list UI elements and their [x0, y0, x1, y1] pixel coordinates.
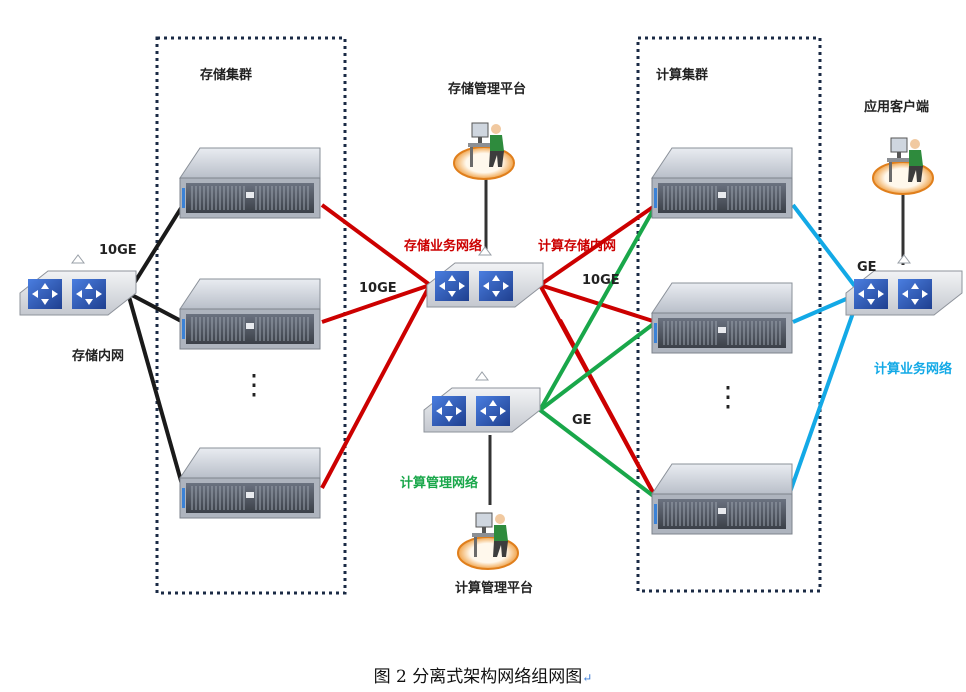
- platform-links: [484, 178, 905, 505]
- compute-mgmt-net-label: 计算管理网络: [400, 476, 479, 491]
- ellipsis-left: ⋮: [240, 368, 268, 401]
- app-client-label: 应用客户端: [864, 100, 930, 115]
- compute-mgmt-platform-label: 计算管理平台: [455, 581, 534, 596]
- link-ge-right: GE: [857, 260, 877, 275]
- compute-service-net-label: 计算业务网络: [874, 362, 953, 377]
- compute-server-3-icon: [651, 463, 793, 535]
- compute-server-1-icon: [651, 147, 793, 219]
- link-10ge-mid: 10GE: [359, 281, 397, 296]
- compute-storage-internal-net-label: 计算存储内网: [538, 239, 617, 254]
- storage-server-2-icon: [179, 278, 321, 350]
- compute-cluster-box: [636, 36, 822, 593]
- figure-caption: 图 2 分离式架构网络组网图↵: [0, 662, 966, 687]
- storage-internal-links: [126, 203, 185, 489]
- link-ge-mid: GE: [572, 413, 592, 428]
- compute-cluster-label: 计算集群: [656, 68, 709, 83]
- compute-mgmt-links: [538, 204, 658, 500]
- storage-mgmt-platform-label: 存储管理平台: [448, 82, 527, 97]
- compute-service-links: [786, 203, 862, 499]
- storage-internal-net-label: 存储内网: [72, 349, 125, 364]
- storage-cluster-label: 存储集群: [200, 68, 253, 83]
- storage-mgmt-workstation-icon: [453, 122, 515, 180]
- storage-server-3-icon: [179, 447, 321, 519]
- app-client-workstation-icon: [872, 137, 934, 195]
- ellipsis-right: ⋮: [714, 380, 742, 413]
- storage-cluster-box: [155, 36, 347, 595]
- link-10ge-right: 10GE: [582, 273, 620, 288]
- figure-caption-text: 图 2 分离式架构网络组网图: [373, 667, 583, 687]
- compute-mgmt-workstation-icon: [457, 512, 519, 570]
- storage-service-net-label: 存储业务网络: [404, 239, 483, 254]
- compute-server-2-icon: [651, 282, 793, 354]
- compute-mgmt-switch-icon: [423, 371, 541, 433]
- link-10ge-left: 10GE: [99, 243, 137, 258]
- storage-service-switch-icon: [426, 246, 544, 308]
- return-mark-icon: ↵: [582, 671, 593, 685]
- storage-server-1-icon: [179, 147, 321, 219]
- storage-internal-switch-icon: [19, 254, 137, 316]
